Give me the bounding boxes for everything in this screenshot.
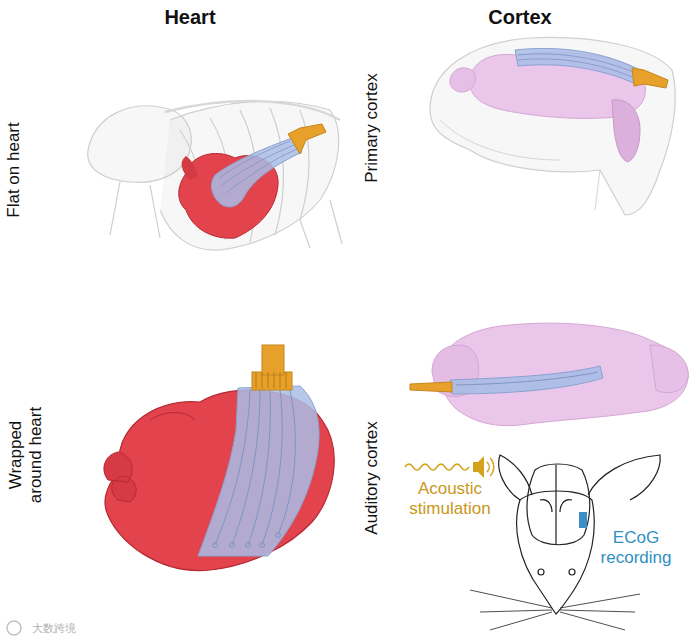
connector xyxy=(410,382,452,392)
recording-label: ECoG recording xyxy=(595,528,677,567)
brain xyxy=(432,323,688,426)
row-label: Flat on heart xyxy=(4,122,24,217)
column-heading: Cortex xyxy=(488,6,551,29)
watermark-icon xyxy=(7,621,21,635)
rat-skeleton xyxy=(88,101,342,250)
speaker-icon xyxy=(473,456,494,478)
connector xyxy=(252,345,292,390)
electrode-strip xyxy=(450,366,603,394)
sound-wave xyxy=(405,464,469,470)
skull xyxy=(430,37,675,215)
electrode-traces xyxy=(213,390,296,548)
ecog-electrode xyxy=(579,512,587,528)
watermark: 大数跨境 xyxy=(32,622,76,635)
electrode-sheet xyxy=(515,48,640,84)
row-label: Auditory cortex xyxy=(362,421,382,534)
row-label: Wrapped around heart xyxy=(6,400,45,510)
stimulus-label: Acoustic stimulation xyxy=(405,479,495,518)
electrode-sheet xyxy=(211,138,302,207)
heart-vessel xyxy=(182,156,198,180)
column-heading: Heart xyxy=(164,6,215,29)
electrode-sheet xyxy=(198,386,319,556)
connector xyxy=(288,124,326,154)
row-label: Primary cortex xyxy=(362,73,382,183)
connector xyxy=(632,68,668,88)
